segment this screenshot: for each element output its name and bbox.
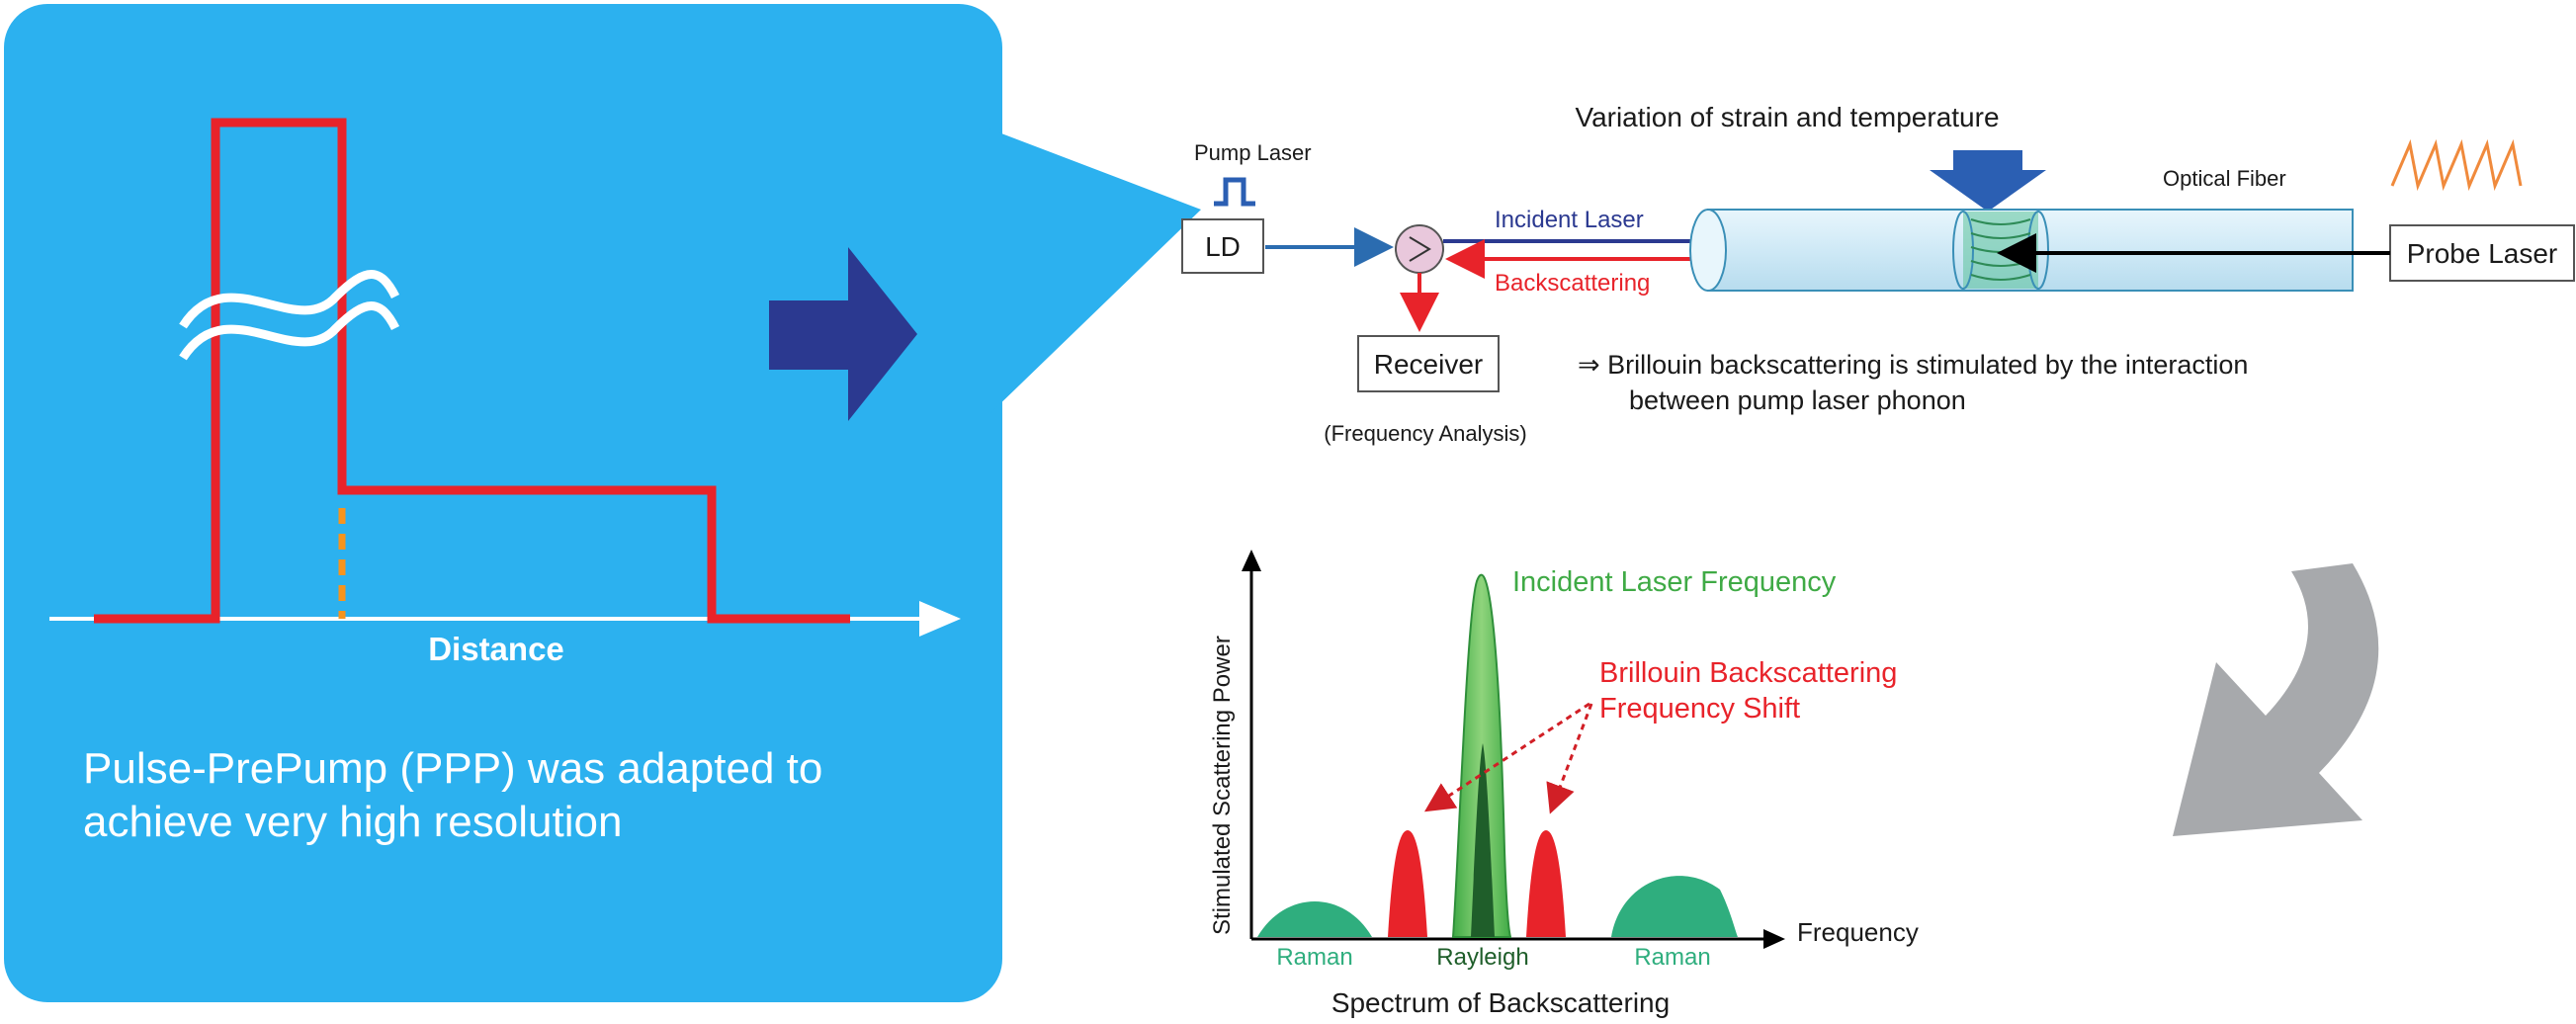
variation-label: Variation of strain and temperature	[1575, 102, 1999, 132]
ppp-caption-line2: achieve very high resolution	[83, 798, 622, 846]
brillouin-label-line2: Frequency Shift	[1599, 693, 1800, 725]
rayleigh-peak	[1471, 743, 1495, 937]
spectrum-y-label: Stimulated Scattering Power	[1209, 636, 1236, 935]
rayleigh-label: Rayleigh	[1436, 944, 1528, 971]
brillouin-label-line1: Brillouin Backscattering	[1599, 657, 1897, 689]
brillouin-right-peak	[1526, 830, 1566, 937]
variation-down-arrow	[1930, 150, 2046, 212]
optical-fiber-label: Optical Fiber	[2163, 166, 2286, 191]
ld-label: LD	[1205, 231, 1241, 262]
gray-curved-arrow	[2173, 563, 2379, 836]
frequency-analysis-label: (Frequency Analysis)	[1324, 421, 1526, 446]
raman-left-label: Raman	[1276, 944, 1352, 971]
pump-pulse-icon	[1214, 177, 1255, 207]
brillouin-left-peak	[1388, 830, 1427, 937]
spectrum-chart: Incident Laser Frequency Brillouin Backs…	[1209, 550, 1919, 1018]
bocda-setup: Variation of strain and temperature Pump…	[1181, 102, 2575, 446]
raman-right-label: Raman	[1634, 944, 1710, 971]
receiver-box	[1357, 335, 1500, 392]
brillouin-note-line2: between pump laser phonon	[1629, 385, 1966, 415]
spectrum-x-label: Frequency	[1797, 917, 1919, 947]
break-symbol-lower	[179, 301, 400, 361]
distance-axis-arrowhead	[919, 601, 961, 637]
probe-laser-label: Probe Laser	[2407, 238, 2558, 269]
callout-pointer	[988, 128, 1201, 415]
spectrum-y-axis-arrowhead	[1242, 550, 1261, 571]
raman-right-peak	[1611, 876, 1738, 937]
pulse-prepump-waveform	[94, 118, 850, 624]
ppp-panel-background	[4, 4, 1002, 1002]
ld-box	[1181, 218, 1264, 274]
brillouin-note-line1: ⇒ Brillouin backscattering is stimulated…	[1578, 350, 2248, 380]
optical-fiber-end	[1689, 209, 1727, 292]
circulator-inner-arrow	[1409, 236, 1431, 262]
spectrum-title: Spectrum of Backscattering	[1331, 987, 1670, 1018]
brillouin-arrow-right	[1546, 703, 1593, 814]
receiver-label: Receiver	[1374, 349, 1483, 380]
distance-label: Distance	[428, 631, 564, 667]
ppp-panel: Distance Pulse-PrePump (PPP) was adapted…	[4, 4, 1201, 1002]
navy-right-arrow	[769, 247, 917, 421]
incident-laser-label: Incident Laser	[1495, 207, 1644, 233]
fiber-grating-region	[1952, 211, 2049, 290]
brillouin-arrow-left	[1423, 702, 1590, 812]
break-symbol-upper	[179, 270, 400, 329]
backscattering-label: Backscattering	[1495, 270, 1650, 297]
circulator	[1395, 224, 1444, 274]
probe-sawtooth-icon	[2390, 138, 2523, 192]
incident-frequency-label: Incident Laser Frequency	[1512, 566, 1837, 598]
raman-left-peak	[1257, 901, 1372, 937]
ppp-caption-line1: Pulse-PrePump (PPP) was adapted to	[83, 744, 822, 793]
spectrum-x-axis-arrowhead	[1763, 929, 1785, 949]
pump-laser-label: Pump Laser	[1194, 140, 1312, 165]
